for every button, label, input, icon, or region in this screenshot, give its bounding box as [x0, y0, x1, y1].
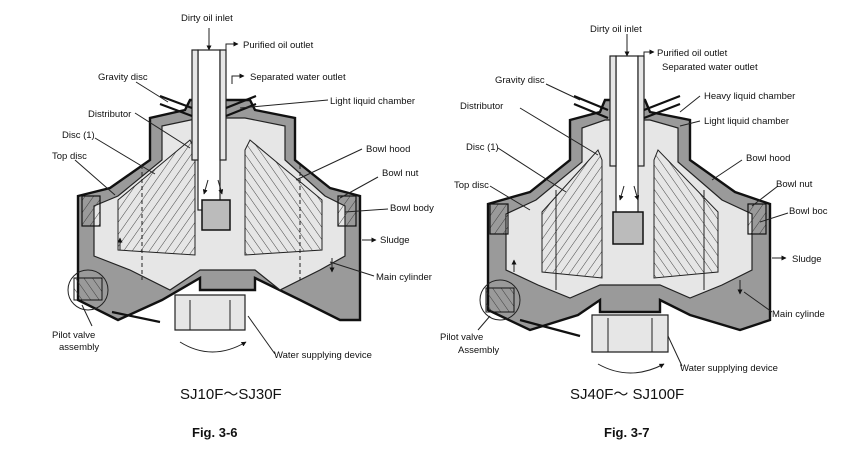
- label-top-disc-right: Top disc: [454, 180, 489, 191]
- label-disc-left: Disc (1): [62, 130, 95, 141]
- label-pilot-valve-right: Pilot valve: [440, 332, 483, 343]
- diagram-shape: [489, 185, 531, 211]
- spindle-lines-right: [607, 318, 653, 352]
- disc-stack-left-b: [244, 139, 323, 256]
- label-pilot-valve-assembly-right: Assembly: [458, 345, 499, 356]
- spindle-base-right: [591, 314, 669, 353]
- label-bowl-hood-right: Bowl hood: [746, 153, 790, 164]
- leader-hood-left: [295, 148, 363, 181]
- figure-caption-left: Fig. 3-6: [192, 425, 238, 440]
- flow-arrow-right-2: [633, 185, 640, 201]
- rotation-arrow-left: [179, 341, 247, 353]
- rotation-arrow-right: [597, 363, 665, 374]
- center-nut-right: [612, 211, 644, 245]
- figure-3-7: Dirty oil inlet Purified oil outlet Sepa…: [440, 24, 828, 440]
- label-bowl-nut-right: Bowl nut: [776, 179, 813, 190]
- disc-stack-right-a: [541, 149, 603, 279]
- diagram-shape: [497, 147, 567, 193]
- label-pilot-valve-left: Pilot valve: [52, 330, 95, 341]
- label-bowl-hood-left: Bowl hood: [366, 144, 410, 155]
- center-nut-left: [201, 199, 231, 231]
- label-light-liquid-chamber-right: Light liquid chamber: [704, 116, 789, 127]
- label-dirty-oil-inlet-right: Dirty oil inlet: [590, 24, 642, 35]
- label-distributor-left: Distributor: [88, 109, 131, 120]
- label-gravity-disc-left: Gravity disc: [98, 72, 148, 83]
- label-separated-water-outlet-right: Separated water outlet: [662, 62, 758, 73]
- label-sludge-left: Sludge: [380, 235, 410, 246]
- figure-3-6: Dirty oil inlet Purified oil outlet Sepa…: [52, 13, 434, 440]
- spindle-base-left: [174, 294, 246, 331]
- label-purified-oil-outlet-left: Purified oil outlet: [243, 40, 314, 51]
- diagram-shape: [679, 95, 701, 113]
- leader-disc-left: [94, 137, 156, 175]
- label-main-cylinder-right: Main cylinde: [772, 309, 825, 320]
- diagram-shape: [477, 315, 491, 331]
- leader-body-left: [344, 208, 389, 213]
- inlet-pipe-left: [197, 49, 221, 211]
- model-label-left: SJ10F～SJ30F: [180, 386, 282, 403]
- purified-arrow-left: [225, 41, 239, 52]
- leader-light-left: [239, 99, 329, 109]
- spindle-lines-left: [189, 300, 231, 330]
- outlet-pipe-right-b: [637, 55, 645, 167]
- diagram-shape: [759, 212, 789, 223]
- label-top-disc-left: Top disc: [52, 151, 87, 162]
- diagram-shape: [667, 335, 683, 367]
- diagram-shape: [751, 185, 779, 207]
- label-gravity-disc-right: Gravity disc: [495, 75, 545, 86]
- label-sludge-right: Sludge: [792, 254, 822, 265]
- bottom-pipe-left: [111, 310, 161, 324]
- purified-arrow-right: [643, 49, 655, 58]
- inlet-pipe-right: [615, 55, 639, 217]
- gravity-disc-left: [159, 94, 257, 118]
- label-purified-oil-outlet-right: Purified oil outlet: [657, 48, 728, 59]
- pilot-valve-circle-left: [67, 269, 109, 311]
- label-bowl-body-left: Bowl body: [390, 203, 434, 214]
- label-separated-water-outlet-left: Separated water outlet: [250, 72, 346, 83]
- label-water-supplying-device-right: Water supplying device: [680, 363, 778, 374]
- outlet-pipe-left-a: [191, 49, 199, 161]
- outlet-pipe-right-a: [609, 55, 617, 167]
- label-water-supplying-device-left: Water supplying device: [274, 350, 372, 361]
- leader-cyl-left: [329, 261, 375, 277]
- bottom-pipe-right: [519, 318, 581, 338]
- label-bowl-body-right: Bowl boc: [789, 206, 828, 217]
- label-main-cylinder-left: Main cylinder: [376, 272, 432, 283]
- flow-arrow-left-1: [202, 179, 209, 195]
- leader-distributor-left: [134, 112, 191, 149]
- label-bowl-nut-left: Bowl nut: [382, 168, 419, 179]
- pilot-valve-circle-right: [479, 279, 521, 321]
- leader-nut-left: [339, 176, 379, 199]
- water-arrow-left: [231, 73, 245, 84]
- leader-topdisc-left: [74, 159, 116, 196]
- leader-pilot-left: [81, 304, 93, 327]
- gravity-disc-right: [573, 94, 681, 120]
- diagram-shape: [711, 159, 743, 181]
- diagram-shape: [545, 83, 581, 101]
- leader-water-left: [247, 315, 276, 355]
- bowl-nut-block-left: [81, 195, 101, 227]
- label-heavy-liquid-chamber-right: Heavy liquid chamber: [704, 91, 795, 102]
- label-dirty-oil-inlet-left: Dirty oil inlet: [181, 13, 233, 24]
- bowl-nut-block-right-b: [747, 203, 767, 235]
- label-light-liquid-chamber-left: Light liquid chamber: [330, 96, 415, 107]
- leader-gravity-left: [135, 81, 169, 103]
- pilot-valve-block-left: [73, 277, 103, 301]
- model-label-right: SJ40F～ SJ100F: [570, 386, 684, 403]
- diagram-shape: [743, 291, 773, 313]
- label-disc-right: Disc (1): [466, 142, 499, 153]
- outlet-pipe-left-b: [219, 49, 227, 161]
- label-distributor-right: Distributor: [460, 101, 503, 112]
- figure-caption-right: Fig. 3-7: [604, 425, 650, 440]
- bowl-nut-block-right-a: [489, 203, 509, 235]
- label-pilot-valve-assembly-left: assembly: [59, 342, 99, 353]
- diagram-shape: [679, 120, 701, 127]
- flow-arrow-left-2: [217, 179, 224, 195]
- pilot-valve-block-right: [485, 287, 515, 313]
- flow-arrow-right-1: [618, 185, 625, 201]
- diagram-shape: [519, 107, 599, 156]
- disc-stack-right-b: [653, 149, 719, 279]
